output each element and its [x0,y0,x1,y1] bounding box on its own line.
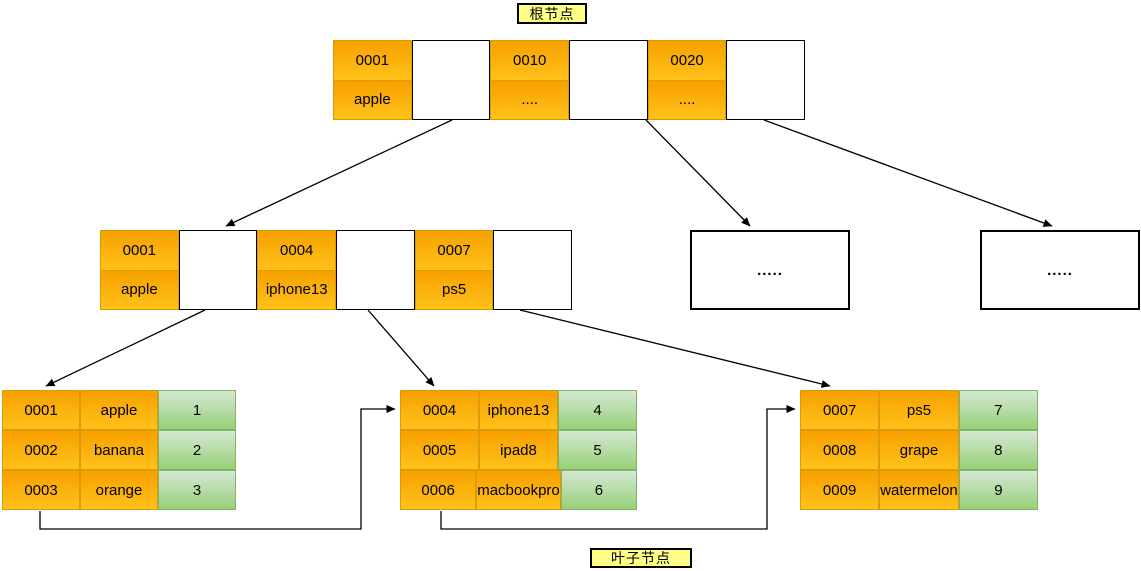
leaf-3-cell-1-2: 8 [958,430,1038,470]
collapsed-node-2: ..... [980,230,1140,310]
leaf-2-cell-1-0: 0005 [400,430,479,470]
edge-root-to-collapsed-1 [645,119,751,227]
root-value-0: apple [334,80,411,119]
collapsed-node-1: ..... [690,230,850,310]
internal-value-4: ps5 [415,270,493,309]
root-key-2: 0010 [491,41,569,81]
leaf-1-cell-0-1: apple [80,390,158,430]
leaf-3-cell-1-1: grape [879,430,959,470]
internal-value-0: apple [101,270,178,309]
internal-pointer-cell-3 [336,230,415,310]
root-pointer-cell-3 [569,40,648,120]
leaf-2-cell-2-2: 6 [560,470,637,510]
leaf-3-cell-0-0: 0007 [800,390,880,430]
collapsed-node-2-text: ..... [1047,261,1073,279]
leaf-2-cell-0-1: iphone13 [479,390,558,430]
leaf-2-cell-0-2: 4 [558,390,637,430]
root-pointer-cell-5 [726,40,806,120]
leaf-3-cell-0-1: ps5 [879,390,959,430]
internal-pointer-cell-5 [493,230,573,310]
internal-key-2: 0004 [258,231,336,271]
leaf-3-cell-2-1: watermelon [879,470,959,510]
internal-pointer-cell-1 [178,230,258,310]
collapsed-node-1-text: ..... [757,261,783,279]
leaf-1-cell-2-1: orange [80,470,158,510]
leaf-2-cell-2-0: 0006 [400,470,477,510]
edge-root-to-internal [225,119,453,227]
edge-internal-to-leaf-3 [519,309,831,388]
root-key-0: 0001 [334,41,411,81]
internal-key-0: 0001 [101,231,178,271]
root-key-cell-4: 0020.... [647,40,727,120]
leaf-1-cell-0-0: 0001 [2,390,80,430]
leaf-3-cell-2-0: 0009 [800,470,880,510]
root-value-4: .... [648,80,726,119]
internal-value-2: iphone13 [258,270,336,309]
leaf-3-cell-0-2: 7 [958,390,1038,430]
leaf-1-cell-1-2: 2 [158,430,236,470]
leaf-node-label-text: 叶子节点 [611,550,671,566]
root-key-4: 0020 [648,41,726,81]
leaf-1-cell-2-2: 3 [158,470,236,510]
root-node-label-text: 根节点 [529,5,575,22]
root-key-cell-2: 0010.... [490,40,570,120]
edge-internal-to-leaf-1 [45,309,206,387]
leaf-3-cell-1-0: 0008 [800,430,880,470]
leaf-2-cell-1-2: 5 [558,430,637,470]
leaf-1-cell-1-1: banana [80,430,158,470]
leaf-3-cell-2-2: 9 [958,470,1038,510]
leaf-1-cell-1-0: 0002 [2,430,80,470]
leaf-2-cell-2-1: macbookpro [476,470,561,510]
leaf-1-cell-2-0: 0003 [2,470,80,510]
leaf-2-cell-1-1: ipad8 [479,430,558,470]
root-pointer-cell-1 [411,40,491,120]
root-node-label: 根节点 [517,3,587,24]
leaf-1-cell-0-2: 1 [158,390,236,430]
internal-key-4: 0007 [415,231,493,271]
edge-internal-to-leaf-2 [367,309,435,387]
edge-root-to-collapsed-2 [763,119,1053,227]
root-value-2: .... [491,80,569,119]
leaf-node-label: 叶子节点 [590,548,692,568]
leaf-2-cell-0-0: 0004 [400,390,479,430]
